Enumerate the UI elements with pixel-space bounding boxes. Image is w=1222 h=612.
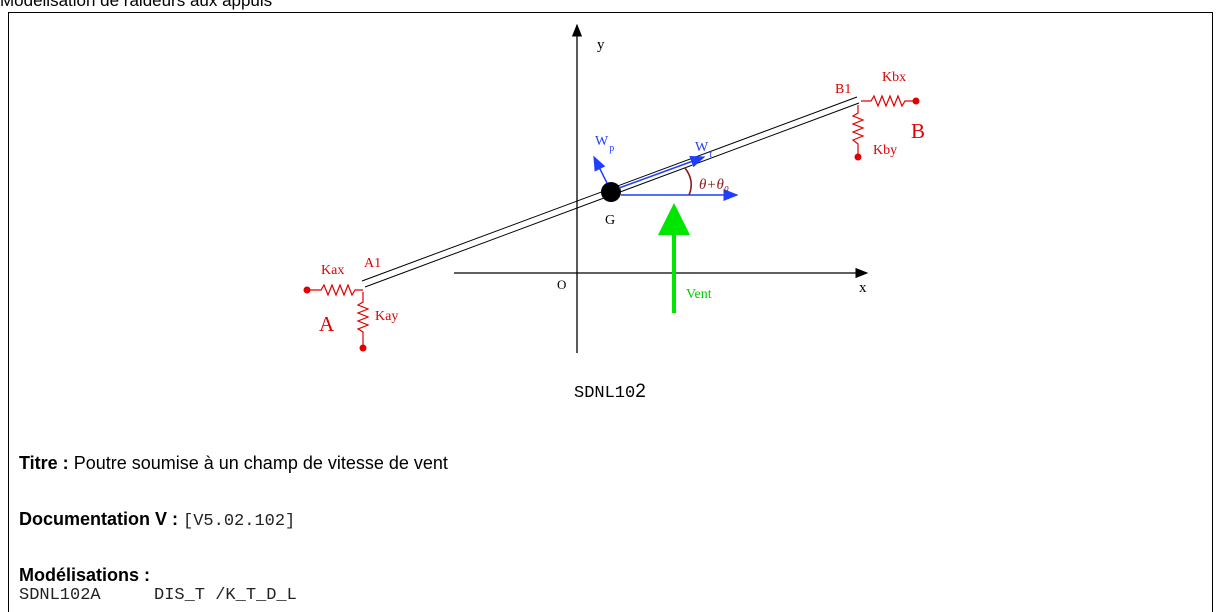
a1-label: A1 [364,256,381,271]
kay-spring [356,292,370,345]
wp-subscript: p [609,143,614,154]
titre-row: Titre : Poutre soumise à un champ de vit… [19,453,448,474]
b1-label: B1 [835,82,851,97]
wp-main: W [595,134,609,149]
y-axis-label: y [597,37,605,53]
kax-label: Kax [321,263,344,278]
wt-subscript: t [709,149,712,160]
model-description: DIS_T /K_T_D_L [154,586,297,605]
wt-vector [618,155,706,189]
wp-vector [593,155,608,184]
modelisations-row: Modélisations : [19,565,150,586]
modelisations-label: Modélisations : [19,565,151,585]
titre-label: Titre : [19,453,69,473]
model-code: SDNL102A [19,586,101,605]
figure-caption-prefix: SDNL10 [574,384,636,403]
support-b-label: B [911,119,925,143]
center-label: G [605,213,615,228]
kay-label: Kay [375,309,398,324]
wp-label: Wp [595,134,614,154]
figure-caption: SDNL102 [574,381,646,403]
documentation-label: Documentation V : [19,509,179,529]
support-a-label: A [319,312,335,336]
titre-value: Poutre soumise à un champ de vitesse de … [73,453,448,473]
documentation-row: Documentation V : [V5.02.102] [19,509,295,531]
documentation-value: [V5.02.102] [183,512,296,531]
model-row: SDNL102A DIS_T /K_T_D_L [19,586,297,605]
wind-label: Vent [686,287,712,302]
center-of-gravity [601,182,621,202]
x-axis-label: x [859,280,867,296]
kbx-anchor [912,97,920,105]
angle-arc [684,167,693,196]
kay-anchor [359,344,367,352]
kby-anchor [854,153,862,161]
kax-spring [309,283,363,297]
kbx-label: Kbx [882,70,906,85]
kax-anchor [303,286,311,294]
kby-label: Kby [873,143,897,158]
wt-label: Wt [695,140,712,160]
origin-label: O [557,277,566,292]
document-frame: y x O G Wp Wt θ+θ₀ Vent B1 Kbx Kby B Kax… [8,12,1213,612]
kbx-spring [861,94,915,108]
kby-spring [851,105,865,155]
figure-heading: Modélisation de raideurs aux appuis [0,0,273,10]
angle-label: θ+θ₀ [699,177,729,193]
figure-caption-suffix: 2 [635,381,646,402]
beam-diagram: y x O G Wp Wt θ+θ₀ Vent B1 Kbx Kby B Kax… [303,23,925,353]
wt-main: W [695,140,709,155]
